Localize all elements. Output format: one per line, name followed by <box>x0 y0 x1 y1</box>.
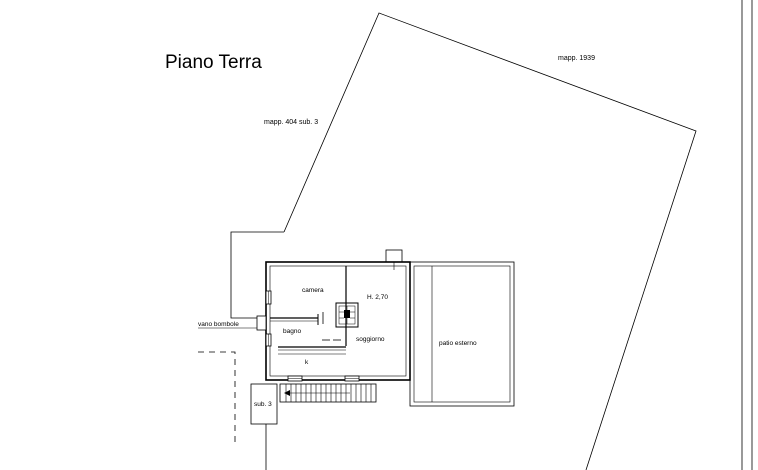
label-bagno: bagno <box>283 328 301 335</box>
label-soggiorno: soggiorno <box>356 336 385 343</box>
sub3-box <box>250 383 278 425</box>
label-mapp-1939: mapp. 1939 <box>558 55 595 62</box>
patio-outer <box>409 261 515 407</box>
steps-arrow-head <box>284 390 290 396</box>
label-k: k <box>305 359 309 366</box>
plan-title: Piano Terra <box>165 52 262 73</box>
staircase <box>335 302 359 328</box>
patio-inner <box>413 265 511 403</box>
chimney <box>385 249 403 263</box>
label-camera: camera <box>302 287 324 294</box>
label-patio: patio esterno <box>439 340 477 347</box>
exterior-steps <box>279 383 377 403</box>
label-mapp-404: mapp. 404 sub. 3 <box>264 119 318 126</box>
gas-cylinder-box <box>256 315 267 331</box>
lot-boundary <box>283 12 697 470</box>
dashed-boundary <box>198 351 236 446</box>
staircase-core <box>344 310 350 318</box>
lot-boundary-left <box>230 231 284 319</box>
label-height: H. 2,70 <box>367 294 388 301</box>
label-vano-bombole: vano bombole <box>198 321 239 328</box>
label-sub3: sub. 3 <box>254 401 272 408</box>
